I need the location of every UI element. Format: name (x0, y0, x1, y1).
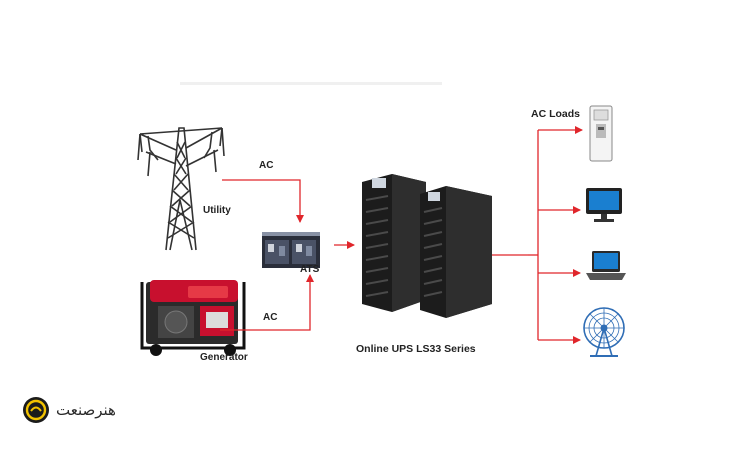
fan-icon (583, 307, 625, 357)
air-conditioner-icon (589, 105, 613, 162)
logo-mark-icon (23, 397, 49, 423)
laptop-icon (586, 251, 626, 280)
ac-label-bottom: AC (263, 312, 278, 323)
monitor-icon (586, 188, 622, 222)
logo-text: هنرصنعت (56, 401, 116, 419)
ups-cabinet-icon (362, 174, 492, 318)
flow-arrows (220, 126, 583, 344)
generator-icon (140, 280, 246, 356)
ac-loads-label: AC Loads (531, 108, 581, 120)
ups-label: Online UPS LS33 Series (356, 343, 476, 355)
generator-label: Generator (200, 352, 248, 363)
ats-switch-icon (262, 232, 320, 268)
ac-label-top: AC (259, 160, 274, 171)
brand-logo: هنرصنعت (22, 396, 116, 424)
ats-label: ATS (300, 264, 320, 275)
utility-label: Utility (203, 205, 231, 216)
power-tower-icon (137, 127, 225, 251)
